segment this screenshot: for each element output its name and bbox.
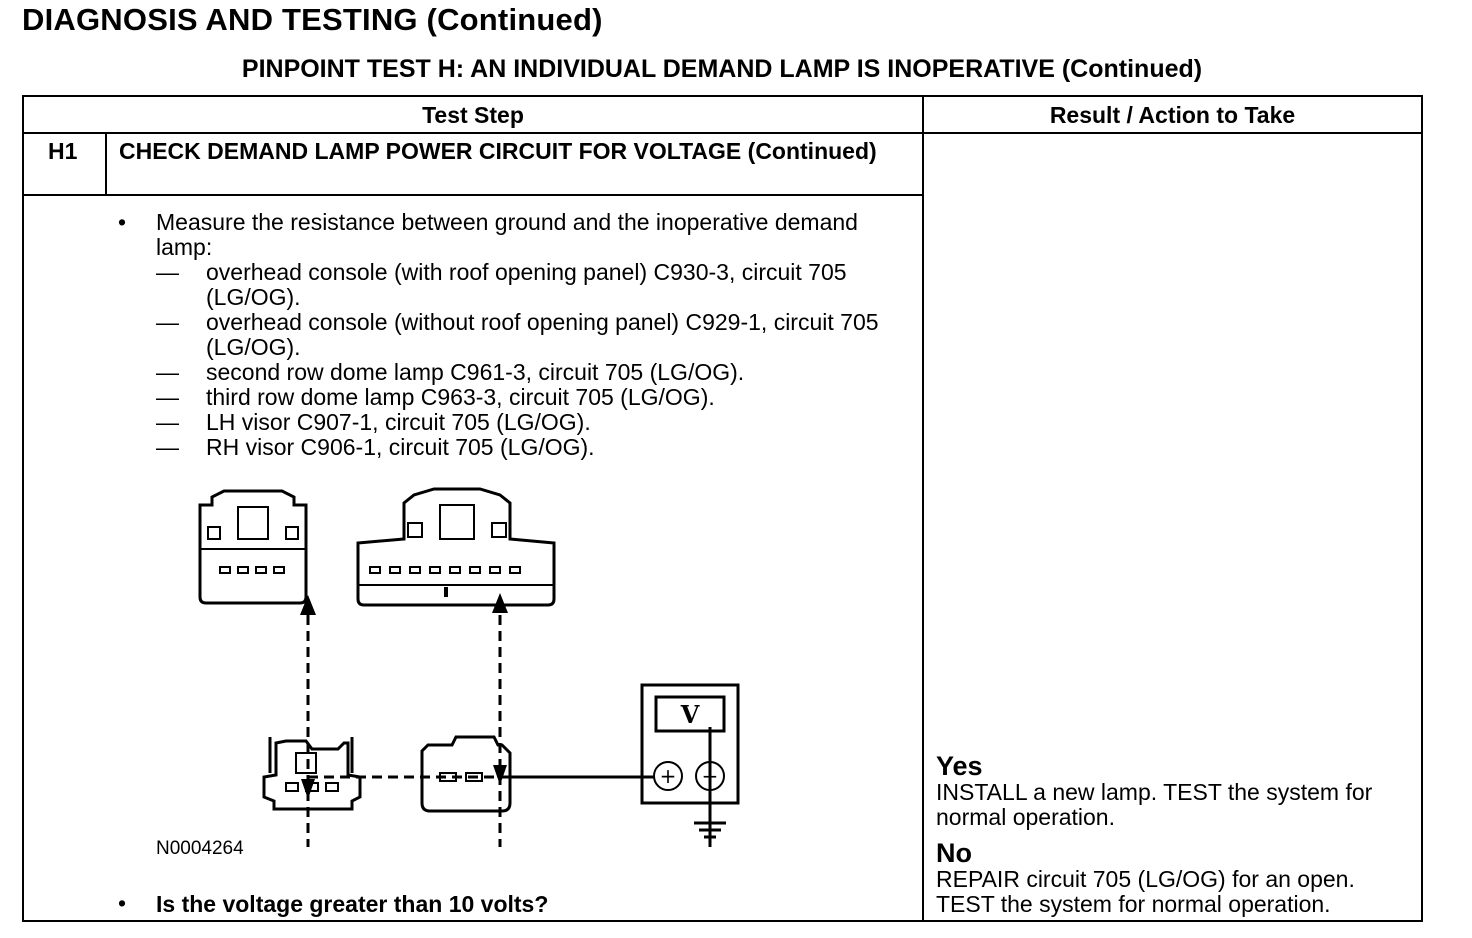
pinpoint-test-title: PINPOINT TEST H: AN INDIVIDUAL DEMAND LA… [241, 55, 1203, 83]
connector-8-pin-icon [356, 487, 556, 607]
bullet-icon: • [118, 890, 127, 916]
column-header-result: Result / Action to Take [1049, 102, 1296, 128]
ground-icon [694, 727, 726, 839]
dash-icon: — [156, 409, 179, 435]
column-divider [922, 97, 924, 920]
step-title: CHECK DEMAND LAMP POWER CIRCUIT FOR VOLT… [119, 138, 877, 164]
step-id: H1 [48, 138, 78, 164]
sub-item: RH visor C906-1, circuit 705 (LG/OG). [206, 434, 595, 460]
result-no: No REPAIR circuit 705 (LG/OG) for an ope… [936, 839, 1416, 917]
dash-icon: — [156, 359, 179, 385]
harness-connectors-diagram [262, 727, 726, 839]
header-divider [24, 132, 1421, 134]
step-title-divider [24, 194, 922, 196]
voltage-test-diagram: V + − [198, 487, 740, 847]
bullet-icon: • [118, 209, 127, 235]
lamp-connector-2-pin-icon [420, 735, 512, 813]
meter-volts-label: V [680, 700, 700, 729]
page-title: DIAGNOSIS AND TESTING (Continued) [22, 2, 603, 37]
multimeter-icon [640, 683, 740, 805]
dash-icon: — [156, 434, 179, 460]
result-yes: Yes INSTALL a new lamp. TEST the system … [936, 752, 1416, 830]
connector-4-pin-icon [198, 489, 308, 605]
meter-positive-terminal: + [660, 764, 677, 788]
sub-item: overhead console (with roof opening pane… [206, 259, 847, 310]
sub-item: second row dome lamp C961-3, circuit 705… [206, 359, 745, 385]
sub-item: third row dome lamp C963-3, circuit 705 … [206, 384, 715, 410]
instruction-text: Measure the resistance between ground an… [156, 209, 858, 260]
figure-id: N0004264 [156, 838, 244, 859]
step-id-divider [105, 134, 107, 194]
sub-item: overhead console (without roof opening p… [206, 309, 879, 360]
dash-icon: — [156, 309, 179, 335]
result-yes-label: Yes [936, 751, 983, 781]
result-no-action: REPAIR circuit 705 (LG/OG) for an open. … [936, 866, 1355, 917]
dash-icon: — [156, 259, 179, 285]
sub-item: LH visor C907-1, circuit 705 (LG/OG). [206, 409, 591, 435]
column-header-test-step: Test Step [422, 102, 524, 128]
dash-icon: — [156, 384, 179, 410]
result-no-label: No [936, 838, 972, 868]
pinpoint-test-table: Test Step Result / Action to Take H1 CHE… [22, 95, 1423, 922]
test-question: Is the voltage greater than 10 volts? [156, 891, 549, 917]
result-yes-action: INSTALL a new lamp. TEST the system for … [936, 779, 1373, 830]
lamp-connector-3-pin-icon [262, 737, 362, 811]
